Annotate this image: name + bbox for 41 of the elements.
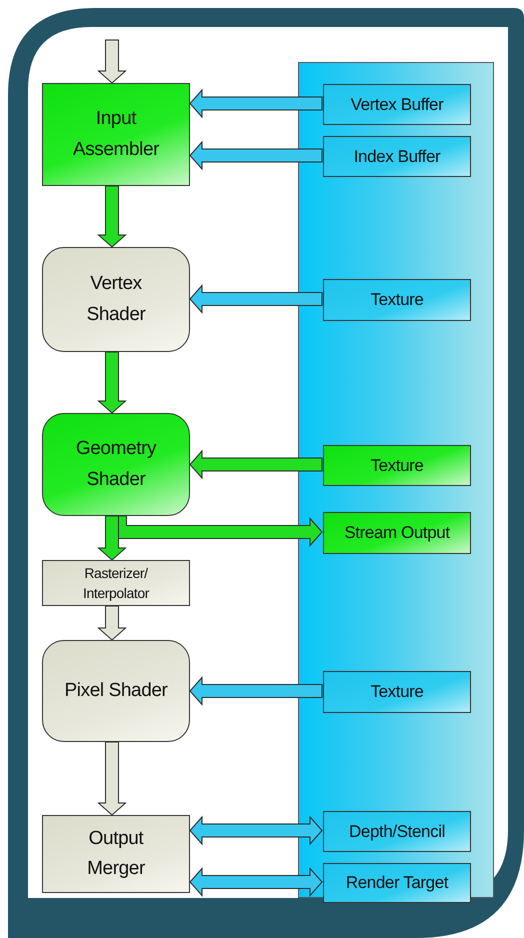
arrow bbox=[97, 186, 127, 248]
process-box bbox=[323, 512, 471, 554]
process-box bbox=[42, 815, 190, 893]
node-label: Texture bbox=[370, 454, 424, 477]
arrow bbox=[189, 140, 322, 170]
process-box bbox=[42, 247, 190, 352]
node-label: Input Assembler bbox=[72, 107, 160, 162]
node-label: Output Merger bbox=[86, 826, 146, 881]
node-label: Index Buffer bbox=[352, 146, 442, 168]
resource-box bbox=[323, 279, 471, 321]
arrow bbox=[189, 867, 323, 897]
arrow bbox=[189, 88, 322, 118]
process-box bbox=[42, 560, 190, 606]
arrow bbox=[189, 816, 323, 846]
resource-box bbox=[323, 863, 471, 903]
node-label: Vertex Shader bbox=[86, 272, 146, 326]
node-label: Geometry Shader bbox=[74, 437, 158, 492]
resource-box bbox=[323, 136, 471, 177]
resource-box bbox=[323, 811, 471, 852]
arrow bbox=[97, 606, 127, 641]
process-box bbox=[42, 640, 190, 742]
node-label: Texture bbox=[370, 289, 424, 312]
node-label: Render Target bbox=[344, 872, 450, 894]
arrow bbox=[189, 450, 322, 480]
arrow bbox=[189, 676, 322, 706]
arrow bbox=[97, 516, 127, 561]
process-box bbox=[42, 83, 190, 186]
node-label: Depth/Stencil bbox=[348, 820, 446, 843]
node-label: Stream Output bbox=[343, 522, 451, 544]
node-label: Pixel Shader bbox=[64, 678, 168, 703]
arrow bbox=[97, 352, 127, 414]
node-label: Vertex Buffer bbox=[350, 94, 444, 116]
resource-box bbox=[323, 671, 471, 713]
arrow bbox=[97, 40, 127, 84]
arrow bbox=[189, 284, 322, 314]
node-label: Rasterizer/ Interpolator bbox=[82, 564, 150, 603]
process-box bbox=[42, 413, 190, 516]
node-label: Texture bbox=[370, 681, 424, 704]
arrow bbox=[97, 742, 127, 816]
process-box bbox=[323, 445, 471, 486]
resource-box bbox=[323, 84, 471, 125]
